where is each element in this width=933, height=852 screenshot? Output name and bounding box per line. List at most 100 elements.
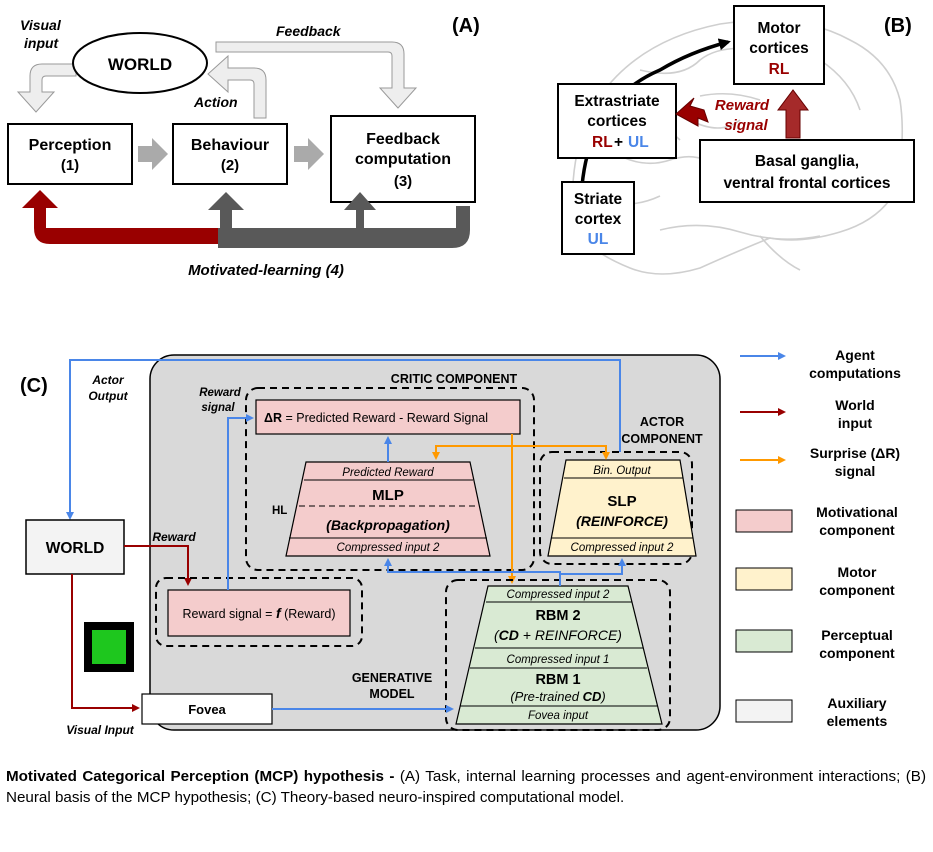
feedback-computation-number: (3): [394, 173, 412, 190]
slp-label: SLP: [607, 493, 636, 510]
reward-fn-f: f: [276, 605, 282, 621]
legend-motor-swatch: [735, 567, 793, 591]
behaviour-box: [172, 123, 288, 185]
reward-signal-to-delta-arrow: [227, 414, 254, 590]
basal-label-1: Basal ganglia,: [755, 153, 859, 170]
legend-auxiliary-1: Auxiliary: [827, 695, 886, 711]
predicted-reward-label: Predicted Reward: [342, 467, 434, 479]
bin-output-label: Bin. Output: [593, 465, 651, 477]
rbm2-cd: CD: [499, 627, 519, 643]
action-arrow: [207, 54, 267, 119]
rbm2-sub-pre: (: [494, 627, 500, 643]
critic-title: CRITIC COMPONENT: [391, 372, 518, 386]
action-arrow-label: Action: [193, 94, 238, 110]
legend-world-2: input: [838, 415, 873, 431]
caption-text: (A) Task, internal learning processes an…: [6, 768, 926, 806]
legend-agent-2: computations: [809, 365, 901, 381]
extrastriate-label-2: cortices: [587, 113, 646, 130]
reward-signal-c-label-1: Reward: [199, 387, 242, 399]
mlp-trapezoid: [285, 461, 491, 557]
actor-output-label-1: Actor: [91, 373, 125, 387]
behaviour-number: (2): [221, 157, 239, 174]
delta-r-formula: = Predicted Reward - Reward Signal: [282, 411, 488, 425]
rbm2-label: RBM 2: [535, 608, 580, 624]
rbm-trapezoid: [455, 585, 663, 725]
critic-compressed-label: Compressed input 2: [337, 542, 441, 554]
legend-auxiliary-swatch: [735, 699, 793, 723]
reinforce-label: (REINFORCE): [576, 513, 668, 529]
panel-b-label: (B): [884, 15, 912, 37]
legend-agent-1: Agent: [835, 347, 875, 363]
delta-r-text: ΔR = Predicted Reward - Reward Signal: [264, 411, 488, 425]
hl-label: HL: [272, 505, 287, 517]
legend-perceptual-2: component: [819, 645, 895, 661]
panel-c-label: (C): [20, 375, 48, 397]
behaviour-to-feedback-arrow: [294, 138, 324, 170]
reward-label: Reward: [152, 530, 196, 544]
legend: Agent computations World input Surprise …: [735, 347, 901, 729]
reward-signal-label-1: Reward: [715, 97, 770, 114]
slp-trapezoid: [547, 459, 697, 557]
gen-compressed1-label: Compressed input 1: [507, 654, 610, 666]
fovea-input-label: Fovea input: [528, 710, 589, 722]
legend-world-1: World: [835, 397, 874, 413]
feedback-arrow: [215, 41, 418, 109]
generative-label-1: GENERATIVE: [352, 671, 432, 685]
caption-bold: Motivated Categorical Perception (MCP) h…: [6, 768, 395, 785]
actor-title-2: COMPONENT: [621, 432, 703, 446]
legend-motivational-swatch: [735, 509, 793, 533]
perception-box: [7, 123, 133, 185]
panel-a: (A) Visual input WORLD Feedback Action P…: [7, 15, 480, 279]
generative-label-2: MODEL: [369, 687, 415, 701]
visual-input-c-label: Visual Input: [66, 723, 135, 737]
basal-label-2: ventral frontal cortices: [723, 175, 890, 192]
legend-motor-1: Motor: [838, 564, 877, 580]
motor-label-2: cortices: [749, 40, 808, 57]
visual-input-arrow: [16, 63, 77, 113]
panel-b: (B) Motor cortices RL Extrastriate corti…: [557, 5, 915, 275]
striate-label-2: cortex: [575, 211, 622, 228]
actor-output-label-2: Output: [88, 389, 128, 403]
fovea-label: Fovea: [188, 702, 226, 717]
visual-input-label-2: input: [24, 35, 60, 51]
mlp-label: MLP: [372, 487, 404, 504]
reward-to-extrastriate-arrow: [675, 97, 709, 127]
reward-fn-text: Reward signal = f (Reward): [183, 605, 336, 621]
extrastriate-ul: UL: [628, 134, 649, 151]
motor-rl: RL: [769, 61, 790, 78]
figure-caption: Motivated Categorical Perception (MCP) h…: [6, 766, 926, 808]
feedback-arrow-label: Feedback: [276, 23, 342, 39]
world-ellipse: [72, 32, 208, 94]
legend-surprise-2: signal: [835, 463, 875, 479]
critic-container: [245, 387, 535, 571]
legend-motor-2: component: [819, 582, 895, 598]
extrastriate-box: [557, 83, 677, 159]
delta-r-box: [255, 399, 521, 435]
rbm1-sub-post: ): [599, 689, 605, 704]
striate-ul: UL: [588, 231, 609, 248]
legend-auxiliary-2: elements: [827, 713, 888, 729]
world-label: WORLD: [108, 55, 172, 74]
perception-to-behaviour-arrow: [138, 138, 168, 170]
legend-perceptual-swatch: [735, 629, 793, 653]
panel-a-label: (A): [452, 15, 480, 37]
feedback-computation-label-1: Feedback: [366, 131, 440, 148]
legend-motivational-2: component: [819, 522, 895, 538]
motor-label-1: Motor: [757, 20, 800, 37]
visual-input-label-1: Visual: [20, 17, 62, 33]
rbm2-sub: (CD + REINFORCE): [494, 627, 622, 643]
rbm2-sub-post: + REINFORCE): [519, 627, 622, 643]
backprop-label: (Backpropagation): [326, 517, 450, 533]
generative-container: [445, 579, 671, 731]
visual-input-arrow-c: [71, 574, 140, 712]
motivated-learning-gray-loop: [208, 192, 470, 248]
actor-container: [539, 451, 693, 565]
rbm-to-actor-arrow: [560, 558, 626, 575]
world-box: [25, 519, 125, 575]
delta-r-symbol: ΔR: [264, 411, 282, 425]
extrastriate-rl: RL: [592, 134, 613, 151]
striate-label-1: Striate: [574, 191, 623, 208]
legend-perceptual-1: Perceptual: [821, 627, 893, 643]
perception-label: Perception: [29, 137, 112, 154]
